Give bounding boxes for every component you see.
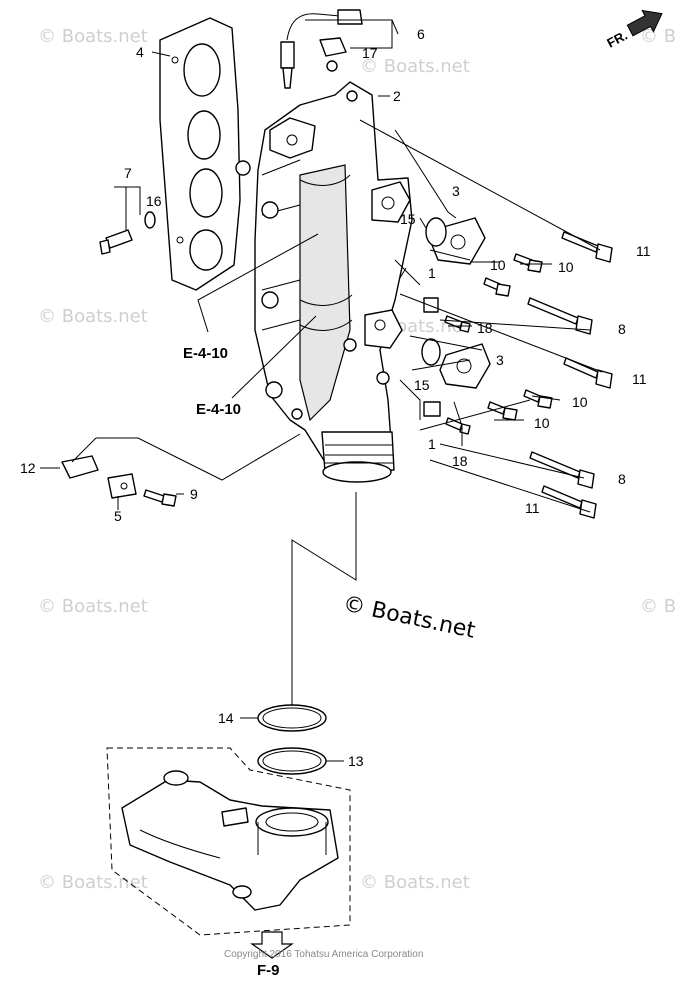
callout-10: 10 bbox=[490, 257, 506, 273]
callout-labels: 4 2 6 17 7 16 3 15 1 10 10 11 18 8 3 15 … bbox=[20, 26, 651, 769]
callout-1: 1 bbox=[428, 265, 436, 281]
callout-1: 1 bbox=[428, 436, 436, 452]
o-rings bbox=[257, 704, 327, 775]
callout-11: 11 bbox=[632, 371, 647, 387]
exhaust-manifold bbox=[235, 81, 413, 483]
callout-15: 15 bbox=[400, 211, 416, 227]
lower-housing bbox=[106, 747, 351, 936]
callout-2: 2 bbox=[393, 88, 401, 104]
callout-6: 6 bbox=[417, 26, 425, 42]
callout-9: 9 bbox=[190, 486, 198, 502]
cover-plate-upper bbox=[423, 217, 486, 313]
clamp-assembly bbox=[61, 455, 177, 507]
callout-12: 12 bbox=[20, 460, 36, 476]
cover-plate-lower bbox=[421, 338, 491, 417]
callout-13: 13 bbox=[348, 753, 364, 769]
callout-16: 16 bbox=[146, 193, 162, 209]
callout-15: 15 bbox=[414, 377, 430, 393]
reference-e-4-10[interactable]: E-4-10 bbox=[196, 401, 241, 418]
leader-lines bbox=[40, 19, 603, 762]
exhaust-sensor bbox=[280, 9, 363, 89]
watermark-text: © Boats.net bbox=[640, 596, 675, 617]
callout-7: 7 bbox=[124, 165, 132, 181]
callout-18: 18 bbox=[477, 320, 493, 336]
manifold-gasket bbox=[159, 17, 241, 291]
callout-8: 8 bbox=[618, 471, 626, 487]
bolts-group bbox=[444, 231, 613, 519]
reference-f-9[interactable]: F-9 bbox=[257, 962, 280, 979]
callout-4: 4 bbox=[136, 44, 144, 60]
callout-18: 18 bbox=[452, 453, 468, 469]
fitting-part bbox=[99, 211, 156, 255]
callout-17: 17 bbox=[362, 45, 378, 61]
callout-14: 14 bbox=[218, 710, 234, 726]
callout-10: 10 bbox=[558, 259, 574, 275]
front-label: FR. bbox=[604, 28, 630, 51]
watermark-text: © Boats.net bbox=[640, 26, 675, 47]
center-watermark: © Boats.net bbox=[341, 591, 478, 643]
down-arrow-icon bbox=[250, 931, 294, 959]
watermark-text: © Boats.net bbox=[38, 872, 148, 893]
front-arrow-icon bbox=[626, 9, 663, 37]
callout-5: 5 bbox=[114, 508, 122, 524]
watermark-text: © Boats.net bbox=[38, 596, 148, 617]
reference-e-4-10[interactable]: E-4-10 bbox=[183, 345, 228, 362]
watermark-text: © Boats.net bbox=[38, 26, 148, 47]
watermark-text: © Boats.net bbox=[360, 872, 470, 893]
callout-11: 11 bbox=[525, 500, 540, 516]
watermark-text: © Boats.net bbox=[360, 56, 470, 77]
copyright-notice: Copyright 2016 Tohatsu America Corporati… bbox=[224, 949, 423, 960]
callout-10: 10 bbox=[534, 415, 550, 431]
callout-8: 8 bbox=[618, 321, 626, 337]
watermark-text: © Boats.net bbox=[38, 306, 148, 327]
callout-10: 10 bbox=[572, 394, 588, 410]
callout-11: 11 bbox=[636, 243, 651, 259]
callout-3: 3 bbox=[452, 183, 460, 199]
callout-3: 3 bbox=[496, 352, 504, 368]
